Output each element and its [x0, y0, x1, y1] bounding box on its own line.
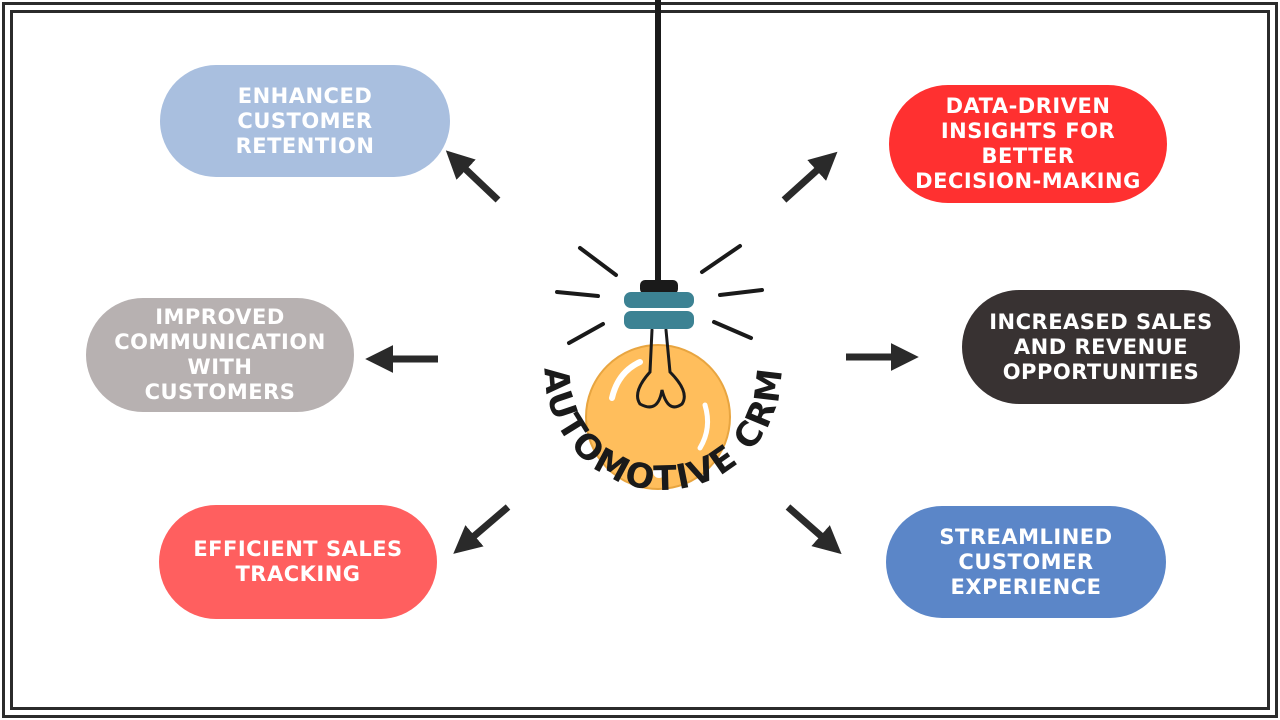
bulb-socket-ring-2 [624, 311, 694, 329]
arrow-to-experience [785, 504, 842, 555]
arrow-to-retention [445, 150, 501, 203]
bulb-highlight-lower [697, 402, 711, 451]
bulb-highlight [609, 359, 643, 401]
node-revenue-label: INCREASED SALES AND REVENUE OPPORTUNITIE… [989, 309, 1213, 384]
node-insights: DATA-DRIVEN INSIGHTS FOR BETTER DECISION… [889, 85, 1167, 203]
node-revenue: INCREASED SALES AND REVENUE OPPORTUNITIE… [962, 290, 1240, 404]
bulb-highlight-dot [653, 466, 665, 478]
node-communication: IMPROVED COMMUNICATION WITH CUSTOMERS [86, 298, 354, 412]
arrows [365, 150, 919, 555]
node-retention-label: ENHANCED CUSTOMER RETENTION [235, 83, 375, 158]
bulb-socket-ring-1 [624, 292, 694, 308]
node-tracking: EFFICIENT SALES TRACKING [159, 505, 437, 619]
light-rays [555, 244, 764, 345]
node-communication-label: IMPROVED COMMUNICATION WITH CUSTOMERS [114, 305, 326, 404]
bulb-socket-cap [640, 280, 678, 294]
lightbulb-icon [585, 280, 731, 490]
node-retention: ENHANCED CUSTOMER RETENTION [160, 65, 450, 177]
node-experience: STREAMLINED CUSTOMER EXPERIENCE [886, 506, 1166, 618]
arrow-to-tracking [453, 504, 511, 554]
arrow-to-insights [781, 151, 838, 203]
node-insights-label: DATA-DRIVEN INSIGHTS FOR BETTER DECISION… [915, 94, 1141, 193]
node-tracking-label: EFFICIENT SALES TRACKING [193, 537, 403, 586]
inner-border [10, 10, 1270, 710]
bulb-filament [636, 328, 686, 409]
node-experience-label: STREAMLINED CUSTOMER EXPERIENCE [939, 524, 1113, 599]
